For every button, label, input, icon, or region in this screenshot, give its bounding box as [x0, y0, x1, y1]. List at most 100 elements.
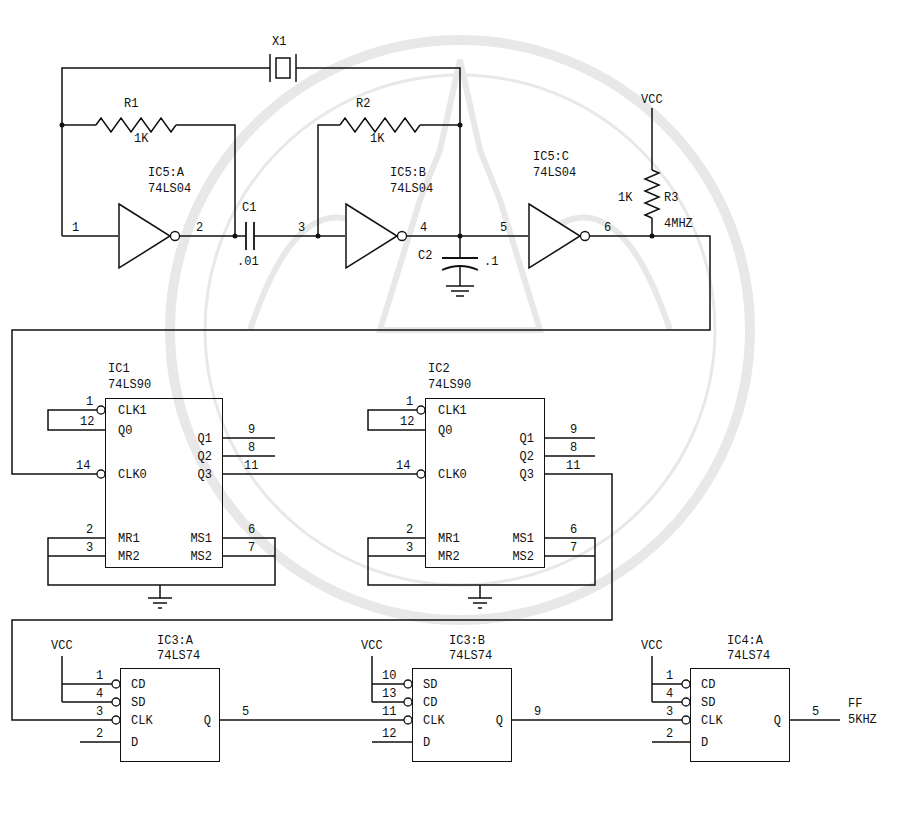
flip-flop-chip: IC4:A74LS74CDSDCLKDQ: [690, 668, 790, 762]
pin-name: CD: [701, 679, 715, 691]
pin-wire: [223, 438, 275, 456]
crystal-symbol: [276, 58, 290, 78]
wire: [651, 108, 653, 170]
junction-dot: [233, 234, 238, 239]
wire: [296, 68, 460, 236]
part-value: 1K: [370, 133, 384, 145]
pin-name: Q2: [520, 451, 534, 463]
pin-number: 11: [244, 460, 258, 472]
pin-name: Q3: [198, 469, 212, 481]
crystal-symbol: [295, 54, 297, 82]
pin-name: D: [701, 737, 708, 749]
wire: [459, 236, 461, 258]
signal-wire: [220, 719, 412, 721]
inversion-bubble: [398, 232, 407, 241]
pin-number: 2: [406, 524, 413, 536]
pin-name: SD: [131, 697, 145, 709]
pin-number: 5: [812, 706, 819, 718]
pin-name: D: [423, 737, 430, 749]
pin-name: SD: [423, 679, 437, 691]
pin-name: Q: [204, 715, 211, 727]
wire: [420, 124, 460, 126]
pin-number: 4: [96, 688, 103, 700]
inverter-symbol: [528, 203, 590, 269]
resistor-symbol: [96, 118, 659, 218]
capacitor-symbol: [442, 266, 478, 270]
inversion-bubble: [171, 232, 180, 241]
pin-number: 5: [500, 222, 507, 234]
wire: [254, 235, 345, 237]
ground-symbol: [148, 286, 492, 608]
pin-number: 3: [406, 542, 413, 554]
chip-label: IC4:A: [727, 635, 763, 647]
pin-name: Q1: [520, 433, 534, 445]
pin-name: CD: [131, 679, 145, 691]
chip-label: IC5:C: [533, 151, 569, 163]
pin-name: CLK1: [438, 405, 467, 417]
ground-symbol: [159, 585, 161, 598]
supply-label: VCC: [641, 640, 663, 652]
chip-label: IC3:A: [157, 635, 193, 647]
junction-dot: [458, 123, 463, 128]
pin-number: 14: [76, 460, 90, 472]
pin-wire: [368, 410, 425, 430]
pin-number: 11: [566, 460, 580, 472]
part-number: 74LS74: [157, 650, 200, 662]
pin-number: 2: [666, 728, 673, 740]
chip-label: IC2: [428, 363, 450, 375]
supply-label: VCC: [361, 640, 383, 652]
pin-name: Q1: [198, 433, 212, 445]
inversion-bubble: [581, 232, 590, 241]
inversion-bubble: [97, 406, 690, 724]
inverter-symbol: [346, 204, 397, 268]
flip-flop-chip: IC3:A74LS74CDSDCLKDQ: [120, 668, 220, 762]
pin-number: 11: [382, 706, 396, 718]
counter-chip: IC274LS90CLK1Q0Q1Q2CLK0Q3MR1MS1MR2MS2: [425, 398, 545, 568]
pin-wire: [48, 410, 105, 430]
ground-symbol: [478, 607, 482, 609]
capacitor-symbol: [442, 257, 478, 259]
inverter-gate: IC5:B74LS04: [345, 203, 407, 269]
wire: [459, 266, 461, 286]
chip-label: IC5:B: [390, 167, 426, 179]
pin-wire: [790, 719, 840, 721]
inversion-bubble: [97, 406, 105, 414]
flip-flop-chip: IC3:B74LS74SDCDCLKDQ: [412, 668, 512, 762]
inversion-bubble: [97, 470, 105, 478]
chip-label: IC5:A: [148, 167, 184, 179]
resistor-symbol: [96, 118, 176, 132]
part-value: 1K: [134, 133, 148, 145]
inversion-bubble: [112, 698, 120, 706]
pin-name: CD: [423, 697, 437, 709]
counter-chip: IC174LS90CLK1Q0Q1Q2CLK0Q3MR1MS1MR2MS2: [105, 398, 223, 568]
pin-number: 2: [96, 728, 103, 740]
pin-wire: [368, 555, 595, 557]
pin-number: 1: [406, 396, 413, 408]
capacitor-symbol: [245, 222, 247, 250]
pin-number: 4: [666, 688, 673, 700]
junction-dot: [650, 234, 655, 239]
signal-wire: [407, 235, 528, 237]
wire: [651, 218, 653, 236]
part-label: R3: [664, 192, 678, 204]
pin-name: CLK: [423, 715, 445, 727]
pin-name: Q: [496, 715, 503, 727]
ground-symbol: [446, 285, 474, 287]
inverter-symbol: [345, 203, 407, 269]
pin-number: 9: [534, 706, 541, 718]
pin-name: MS1: [512, 533, 534, 545]
signal-wire: [12, 474, 612, 720]
signal-label: FF: [848, 698, 862, 710]
ground-symbol: [456, 295, 464, 297]
inverter-symbol: [119, 204, 170, 268]
pin-number: 2: [196, 222, 203, 234]
pin-number: 6: [248, 524, 255, 536]
pin-name: CLK0: [118, 469, 147, 481]
ground-symbol: [468, 597, 492, 599]
ground-symbol: [473, 602, 487, 604]
signal-wire: [512, 719, 690, 721]
pin-name: MS1: [190, 533, 212, 545]
pin-number: 2: [86, 524, 93, 536]
